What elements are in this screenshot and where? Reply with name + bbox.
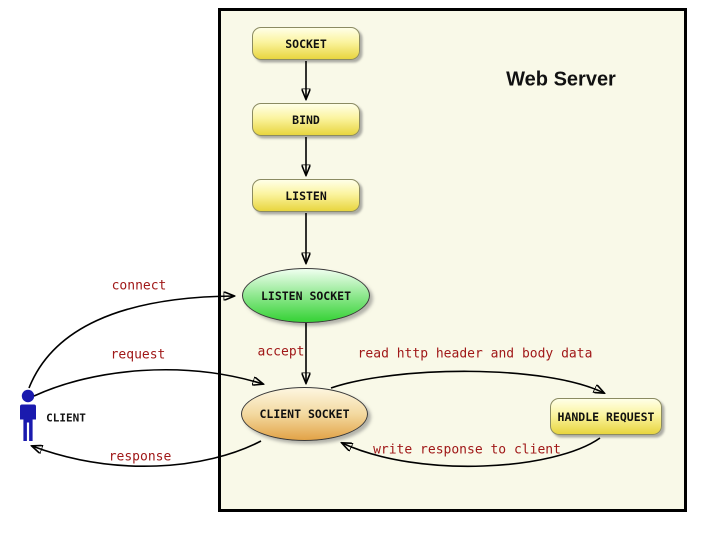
edge-label-response: response bbox=[108, 449, 172, 465]
client-actor-label: CLIENT bbox=[46, 411, 86, 425]
edge-label-accept: accept bbox=[257, 344, 305, 360]
edge-connect bbox=[28, 296, 234, 389]
node-listen-label: LISTEN bbox=[285, 188, 327, 203]
node-client-socket-label: CLIENT SOCKET bbox=[259, 407, 350, 421]
node-socket: SOCKET bbox=[252, 27, 360, 60]
node-bind-label: BIND bbox=[292, 112, 320, 127]
node-handle-request-label: HANDLE REQUEST bbox=[557, 409, 655, 424]
node-socket-label: SOCKET bbox=[285, 36, 327, 51]
edge-label-request: request bbox=[110, 347, 166, 363]
edge-label-write-response: write response to client bbox=[373, 442, 561, 458]
node-bind: BIND bbox=[252, 103, 360, 136]
node-client-socket: CLIENT SOCKET bbox=[241, 387, 368, 441]
node-listen-socket-label: LISTEN SOCKET bbox=[260, 288, 351, 303]
diagram-title: Web Server bbox=[506, 68, 616, 91]
node-listen-socket: LISTEN SOCKET bbox=[242, 268, 370, 323]
client-person-icon bbox=[20, 389, 36, 441]
node-handle-request: HANDLE REQUEST bbox=[550, 398, 662, 435]
edge-label-read-http: read http header and body data bbox=[357, 346, 593, 362]
edge-label-connect: connect bbox=[111, 278, 167, 294]
node-listen: LISTEN bbox=[252, 179, 360, 212]
